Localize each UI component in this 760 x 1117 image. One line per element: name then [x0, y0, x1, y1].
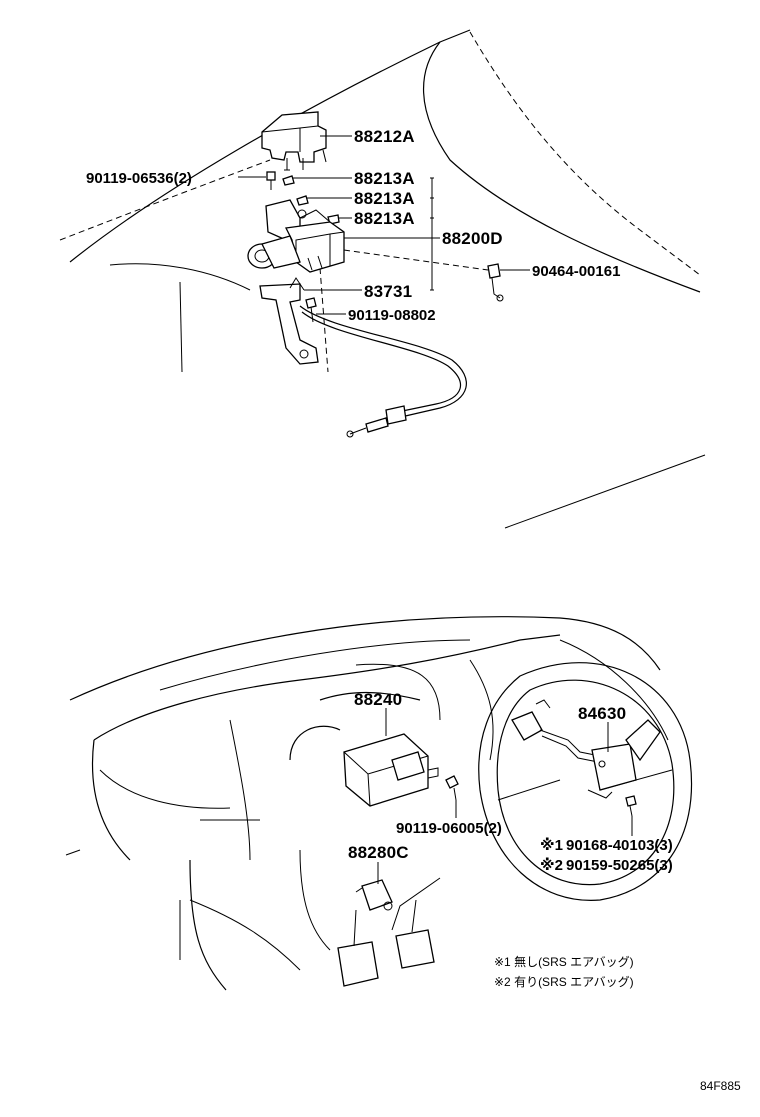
brake-pedal [337, 877, 441, 987]
label-bolt-bracket: 90119-08802 [348, 307, 436, 324]
dashboard-outline [65, 616, 669, 991]
label-bolt-computer: 90119-06005(2) [396, 820, 502, 837]
label-connector: 90464-00161 [532, 263, 620, 280]
label-bracket: 83731 [364, 282, 412, 301]
bracket-part [259, 277, 319, 365]
actuator-part [247, 199, 345, 273]
cruise-computer-part [343, 733, 439, 807]
note-with-airbag: ※2 有り(SRS エアバッグ) [494, 975, 634, 989]
figure-code: 84F885 [700, 1079, 741, 1093]
label-computer: 88240 [354, 690, 402, 709]
cover-fasteners [284, 149, 327, 171]
label-stop-switch: 88280C [348, 843, 409, 862]
bolt-icon [266, 171, 276, 190]
label-screw-no-srs: 90168-40103(3) [566, 837, 673, 854]
upper-leaders [238, 135, 530, 315]
stop-switch-part [355, 879, 393, 911]
nut-icon [282, 175, 340, 225]
screw-icon [625, 795, 637, 817]
bolt-icon [305, 297, 317, 323]
label-switch: 84630 [578, 704, 626, 723]
label-bolt-top: 90119-06536(2) [86, 170, 192, 187]
label-actuator: 88200D [442, 229, 503, 248]
bolt-icon [445, 775, 459, 801]
label-screw-srs: 90159-50265(3) [566, 857, 673, 874]
lower-leaders [377, 708, 633, 884]
mark-2: ※2 [540, 856, 563, 874]
cruise-switch-part [511, 699, 661, 799]
control-cable [299, 305, 467, 438]
cover-part [261, 111, 327, 163]
label-nut-1: 88213A [354, 169, 415, 188]
label-cover: 88212A [354, 127, 415, 146]
label-nut-3: 88213A [354, 209, 415, 228]
label-nut-2: 88213A [354, 189, 415, 208]
upper-body-outline [59, 29, 706, 529]
mark-1: ※1 [540, 836, 563, 854]
connector-part [487, 263, 504, 302]
note-no-airbag: ※1 無し(SRS エアバッグ) [494, 954, 634, 969]
